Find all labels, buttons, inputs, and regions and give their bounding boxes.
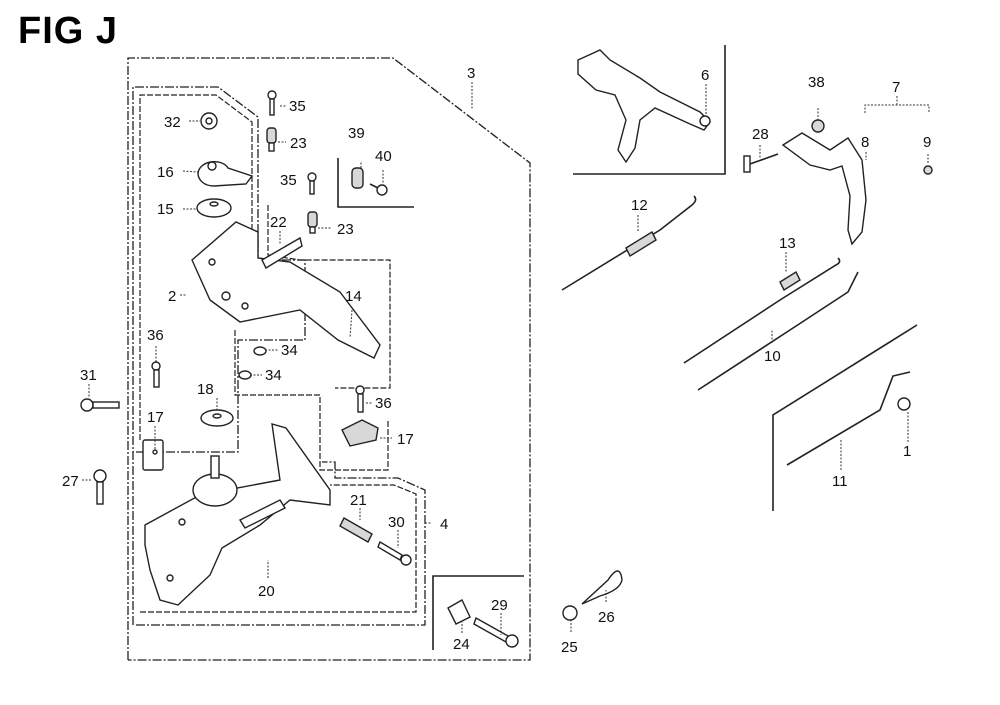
callout-10: 10: [764, 348, 781, 365]
box-39-40-outline: [337, 158, 414, 208]
assembly-4-inner-outline: [140, 484, 417, 613]
part-16-plate: [197, 161, 254, 187]
part-32-nut: [200, 112, 218, 130]
bracket-7: [864, 104, 930, 113]
callout-7: 7: [892, 79, 900, 96]
callout-11: 11: [832, 473, 848, 490]
part-35-bolt: [267, 90, 277, 116]
part-27-bolt: [93, 469, 107, 505]
part-26-knob: [581, 570, 623, 605]
assembly-2-outline: [132, 86, 306, 625]
callout-34-lower: 34: [265, 367, 282, 384]
callout-38: 38: [808, 74, 825, 91]
callout-32: 32: [164, 114, 181, 131]
part-31-bolt: [80, 398, 120, 412]
leader-lines: [82, 82, 929, 635]
part-9-nut: [923, 165, 933, 175]
part-1-clip: [897, 397, 911, 411]
callout-1: 1: [903, 443, 911, 460]
callout-24: 24: [453, 636, 470, 653]
callout-4: 4: [440, 516, 448, 533]
part-25-ball: [562, 605, 578, 621]
part-17-clamp-left: [142, 439, 164, 471]
part-24-sleeve: [447, 599, 471, 625]
callout-labels: 1 2 3 4 6 7 8 9 10 11 12 13 14 15 16 17 …: [62, 65, 931, 656]
assembly-2-inner-outline: [139, 94, 253, 440]
part-35-bolt-2: [307, 172, 317, 195]
callout-23-lower: 23: [337, 221, 354, 238]
callout-36-left: 36: [147, 327, 164, 344]
part-29-screw: [473, 616, 519, 648]
callout-26: 26: [598, 609, 615, 626]
callout-13: 13: [779, 235, 796, 252]
callout-20: 20: [258, 583, 275, 600]
parts: [80, 49, 933, 648]
callout-34-upper: 34: [281, 342, 298, 359]
callout-2: 2: [168, 288, 176, 305]
callout-9: 9: [923, 134, 931, 151]
callout-8: 8: [861, 134, 869, 151]
assembly-4-outline: [136, 461, 426, 626]
part-23-fitting-lower: [307, 211, 318, 234]
part-14-governor-arm: [191, 221, 381, 359]
part-6-lever: [577, 49, 711, 164]
part-11-rod: [786, 371, 911, 466]
part-20-base-plate: [144, 423, 331, 606]
callout-3: 3: [467, 65, 475, 82]
callout-21: 21: [350, 492, 367, 509]
callout-23-upper: 23: [290, 135, 307, 152]
callout-6: 6: [701, 67, 709, 84]
part-36-bolt-left: [151, 361, 161, 388]
arm-14-outline: [267, 205, 391, 389]
part-30-screw: [377, 540, 412, 566]
callout-30: 30: [388, 514, 405, 531]
callout-17-left: 17: [147, 409, 164, 426]
part-18-washer: [200, 409, 234, 427]
callout-35-lower: 35: [280, 172, 297, 189]
box-6-outline: [573, 45, 726, 175]
part-10-rods: [683, 257, 859, 391]
callout-28: 28: [752, 126, 769, 143]
part-39-cap: [351, 167, 364, 189]
callout-40: 40: [375, 148, 392, 165]
assembly-3-outline: [127, 57, 531, 661]
part-28-screw: [743, 153, 779, 173]
part-15-washer: [196, 198, 232, 218]
figure-title: FIG J: [18, 10, 119, 52]
callout-22: 22: [270, 214, 287, 231]
part-17-clamp-right: [341, 419, 379, 447]
callout-12: 12: [631, 197, 648, 214]
arm-14-inner-outline: [234, 330, 389, 471]
part-38-nut: [811, 119, 825, 133]
group-outlines: [127, 45, 930, 661]
part-8-control-lever: [781, 132, 867, 246]
part-40-screw: [369, 183, 388, 196]
callout-16: 16: [157, 164, 174, 181]
callout-36-right: 36: [375, 395, 392, 412]
part-12-spring-rod: [561, 195, 697, 291]
callout-25: 25: [561, 639, 578, 656]
callout-14: 14: [345, 288, 362, 305]
callout-17-right: 17: [397, 431, 414, 448]
callout-18: 18: [197, 381, 214, 398]
part-34-clip-1: [253, 346, 267, 356]
box-11-outline: [772, 324, 918, 511]
callout-27: 27: [62, 473, 79, 490]
callout-31: 31: [80, 367, 97, 384]
part-34-clip-2: [238, 370, 252, 380]
callout-39: 39: [348, 125, 365, 142]
callout-35-upper: 35: [289, 98, 306, 115]
callout-15: 15: [157, 201, 174, 218]
callout-29: 29: [491, 597, 508, 614]
part-23-fitting-upper: [266, 127, 277, 152]
box-24-29-outline: [432, 575, 524, 650]
part-21-spring: [339, 517, 373, 543]
part-36-bolt-right: [355, 385, 365, 413]
